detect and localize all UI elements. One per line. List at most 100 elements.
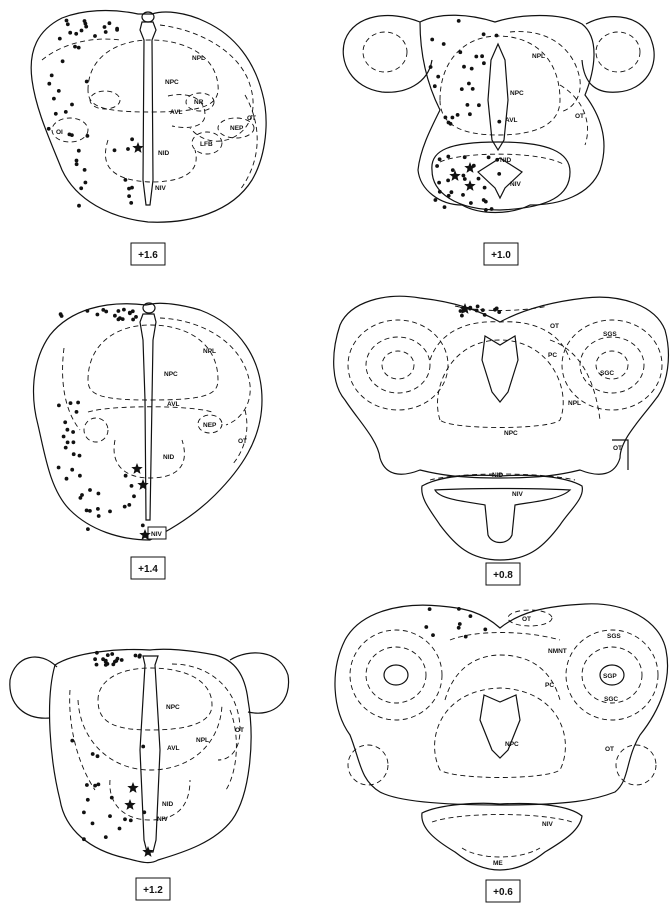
me-boundary bbox=[462, 848, 540, 857]
neuron-dot bbox=[104, 659, 108, 663]
region-label: SGP bbox=[603, 673, 617, 680]
neuron-dot bbox=[85, 509, 89, 513]
neuron-dot bbox=[456, 113, 460, 117]
neuron-dot bbox=[77, 204, 81, 208]
neuron-dot bbox=[75, 162, 79, 166]
neuron-dot bbox=[96, 754, 100, 758]
injection-site-stars bbox=[124, 782, 153, 857]
neuron-dot bbox=[462, 65, 466, 69]
neuron-dot bbox=[77, 46, 81, 50]
neuron-dot bbox=[120, 658, 124, 662]
nid-boundary bbox=[105, 140, 196, 182]
neuron-dot bbox=[466, 103, 470, 107]
neuron-dot bbox=[457, 607, 461, 611]
neuron-dot bbox=[481, 308, 485, 312]
neuron-dot bbox=[495, 158, 499, 162]
neuron-dot bbox=[108, 814, 112, 818]
level-label: +1.0 bbox=[491, 250, 511, 261]
neuron-dot bbox=[66, 428, 70, 432]
section-panel-p14: NPC NPL AVL NEP OT NID NIV +1.4 bbox=[34, 303, 262, 579]
neuron-dot bbox=[103, 25, 107, 29]
left-lateral-region bbox=[90, 91, 120, 109]
neuron-dot bbox=[436, 75, 440, 79]
region-label: AVL bbox=[170, 109, 183, 116]
neuron-dot bbox=[110, 796, 114, 800]
neuron-dot bbox=[66, 441, 70, 445]
neuron-dot bbox=[91, 822, 95, 826]
region-label: SGS bbox=[607, 633, 621, 640]
neuron-dot bbox=[66, 22, 70, 26]
left-small-region bbox=[84, 418, 108, 442]
neuron-dot bbox=[446, 179, 450, 183]
neuron-dot bbox=[83, 168, 87, 172]
region-label: NIV bbox=[512, 491, 524, 498]
left-tectum-mid bbox=[366, 647, 426, 703]
injection-star bbox=[132, 142, 143, 153]
region-label: NEP bbox=[230, 125, 244, 132]
neuron-dot bbox=[477, 103, 481, 107]
neuron-dot bbox=[437, 181, 441, 185]
neuron-dot bbox=[79, 496, 83, 500]
injection-star bbox=[142, 846, 153, 857]
region-label: PC bbox=[545, 682, 554, 689]
region-label: NPL bbox=[203, 348, 216, 355]
neuron-dot bbox=[438, 190, 442, 194]
region-label: OT bbox=[605, 746, 614, 753]
neuron-dot bbox=[77, 149, 81, 153]
neuron-dot bbox=[83, 19, 87, 23]
neuron-dot bbox=[497, 310, 501, 314]
region-label: NID bbox=[492, 472, 504, 479]
neuron-dot bbox=[468, 112, 472, 116]
neuron-dot bbox=[97, 514, 101, 518]
niv-cavity bbox=[478, 158, 522, 198]
region-label: NID bbox=[163, 454, 175, 461]
injection-star bbox=[464, 162, 475, 173]
region-label: AVL bbox=[167, 401, 180, 408]
neuron-dot bbox=[127, 194, 131, 198]
neuron-dot bbox=[431, 633, 435, 637]
neuron-dot bbox=[490, 207, 494, 211]
neuron-dot bbox=[70, 103, 74, 107]
neuron-dot bbox=[113, 148, 117, 152]
neuron-dot bbox=[63, 420, 67, 424]
neuron-dot bbox=[86, 798, 90, 802]
neuron-dot bbox=[106, 653, 110, 657]
neuron-dot bbox=[91, 752, 95, 756]
neuron-dot bbox=[123, 817, 127, 821]
neuron-dot bbox=[477, 177, 481, 181]
neuron-dot bbox=[487, 156, 491, 160]
neuron-dot bbox=[127, 187, 131, 191]
neuron-dot bbox=[460, 87, 464, 91]
region-label: NIV bbox=[151, 531, 163, 538]
injection-star bbox=[127, 782, 138, 793]
neuron-dot bbox=[104, 30, 108, 34]
region-label: OT bbox=[550, 323, 559, 330]
section-outline bbox=[31, 11, 266, 223]
right-lobe-inner bbox=[596, 32, 640, 72]
neuron-dot bbox=[470, 67, 474, 71]
region-label: NPC bbox=[504, 430, 518, 437]
right-ventral-region bbox=[616, 745, 656, 785]
level-label: +0.8 bbox=[493, 570, 513, 581]
neuron-dot bbox=[430, 38, 434, 42]
neuron-dot bbox=[124, 474, 128, 478]
neuron-dot bbox=[86, 309, 90, 313]
neuron-dot bbox=[428, 607, 432, 611]
neuron-dot bbox=[86, 134, 90, 138]
region-label: NID bbox=[500, 157, 512, 164]
neuron-dot bbox=[463, 177, 467, 181]
neuron-dot bbox=[58, 37, 62, 41]
section-outline bbox=[50, 649, 251, 862]
neuron-dot bbox=[82, 837, 86, 841]
left-ventral-region bbox=[348, 745, 388, 785]
midline-ventricle bbox=[488, 44, 508, 150]
region-label: SGC bbox=[600, 370, 614, 377]
region-label: SGC bbox=[604, 696, 618, 703]
neuron-dot bbox=[442, 42, 446, 46]
neuron-dot bbox=[461, 193, 465, 197]
neuron-dot bbox=[65, 19, 69, 23]
neuron-dot bbox=[138, 655, 142, 659]
neuron-dot bbox=[447, 121, 451, 125]
left-tectum-outer bbox=[350, 630, 442, 720]
